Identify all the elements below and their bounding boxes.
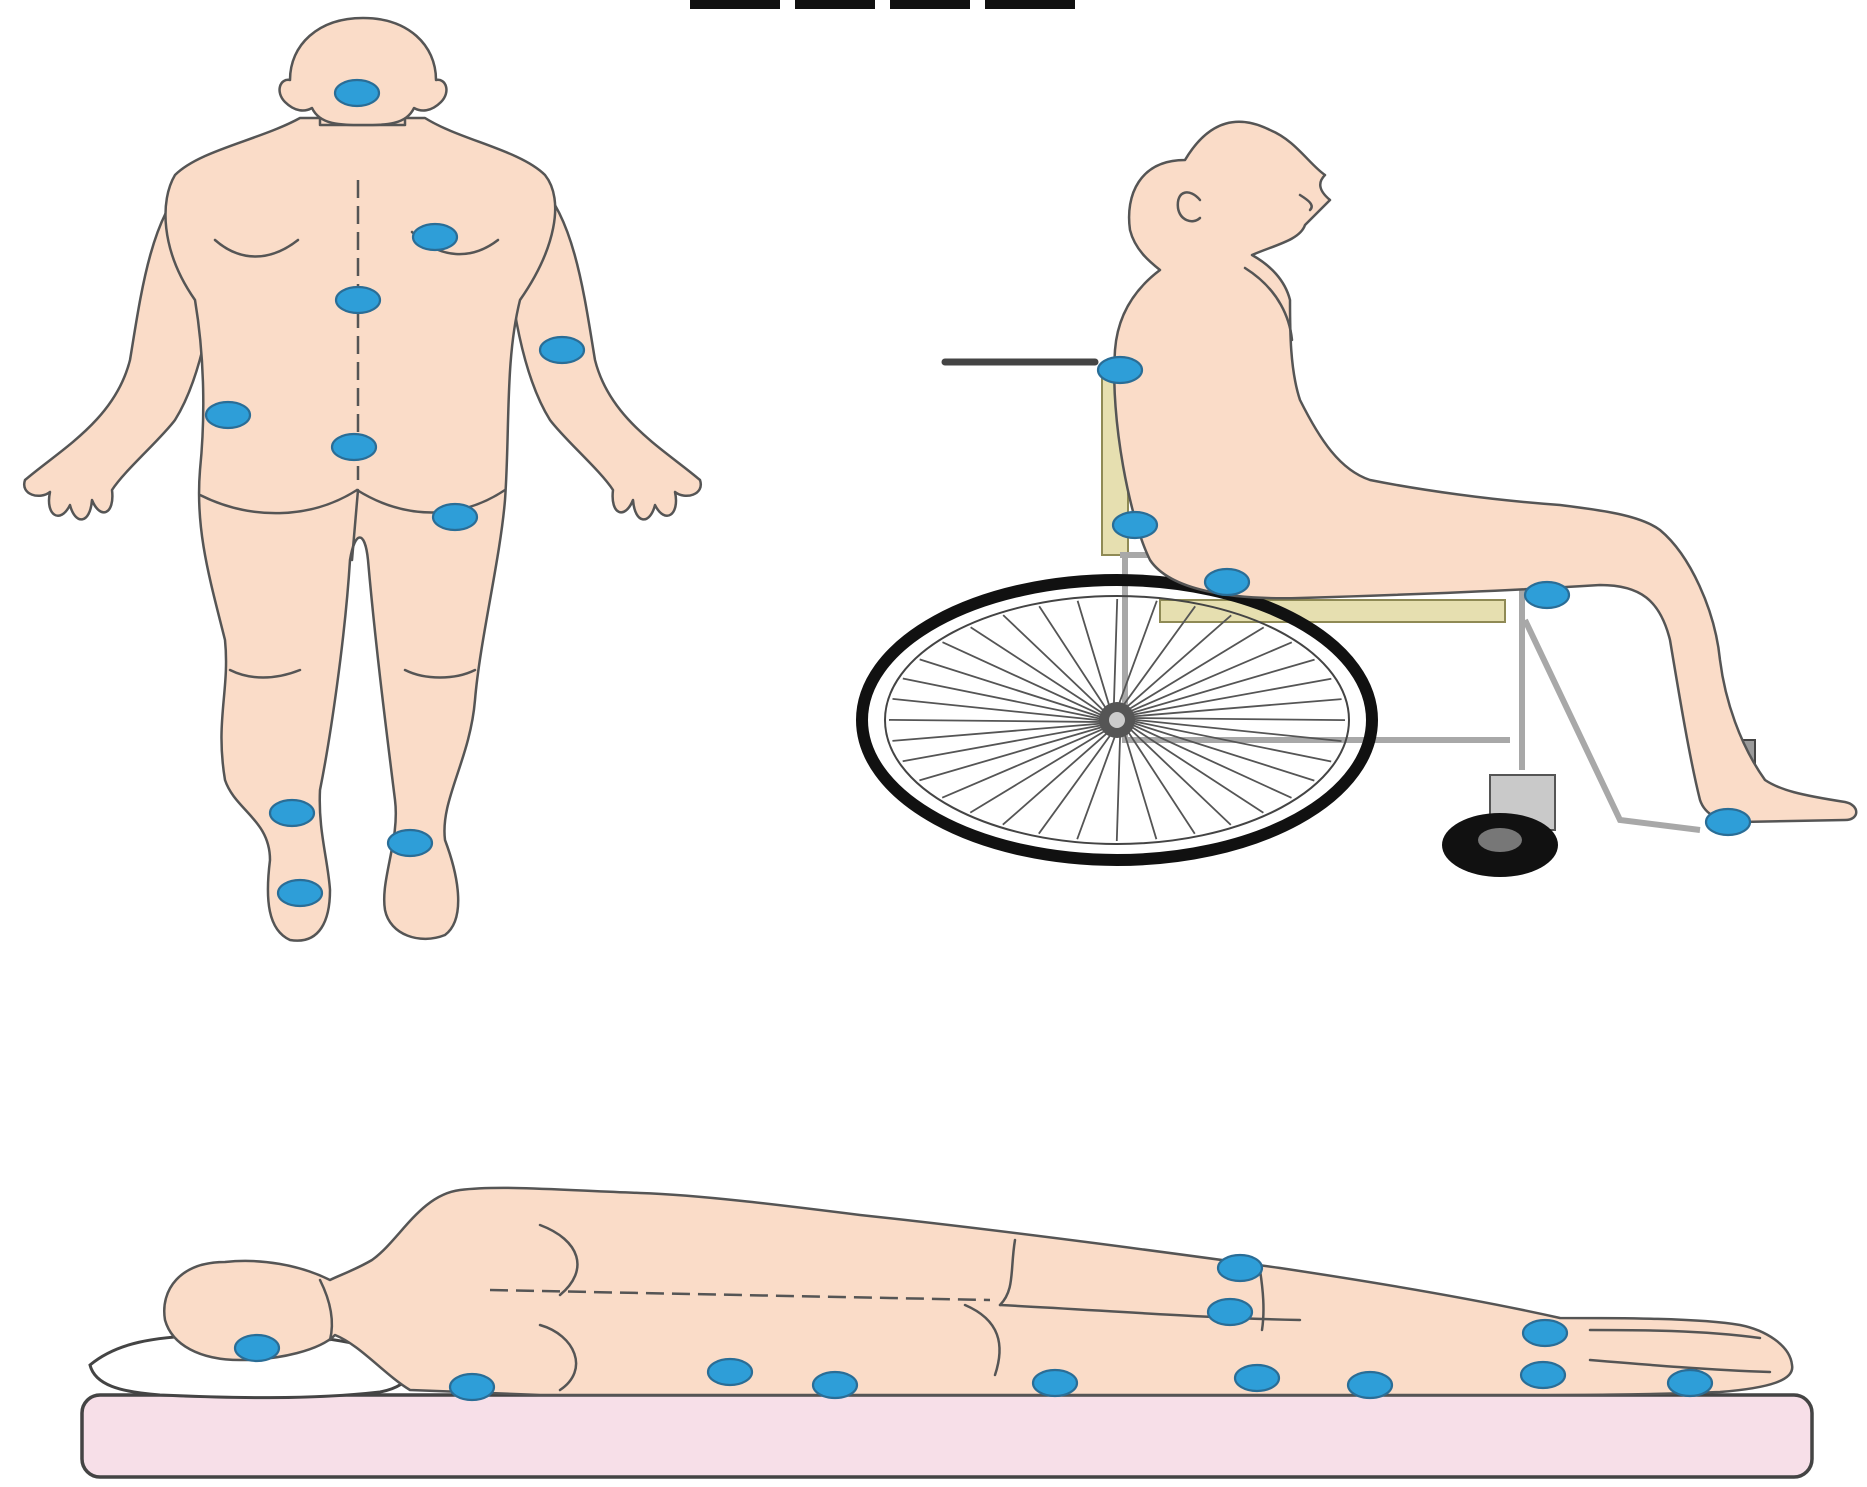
pressure-point-marker-icon [1096, 355, 1144, 385]
pressure-point-marker-icon [1519, 1360, 1567, 1390]
wheel-spoke [1122, 724, 1196, 835]
wheel-spoke [1125, 722, 1264, 814]
pressure-point-marker-icon [431, 502, 479, 532]
wheel-spoke [1123, 658, 1315, 717]
wheel-spoke [1126, 721, 1292, 799]
wheel-spoke [969, 724, 1115, 814]
wheel-spoke [919, 658, 1108, 720]
wheel-spoke [1124, 723, 1232, 826]
pressure-point-marker-icon [1346, 1370, 1394, 1400]
pressure-point-marker-icon [1233, 1363, 1281, 1393]
wheel-spoke [1126, 717, 1346, 722]
wheel-spoke [1126, 719, 1332, 763]
wheel-spoke [1002, 725, 1116, 826]
pressure-point-marker-icon [1203, 567, 1251, 597]
pressure-point-marker-icon [1111, 510, 1159, 540]
pressure-point-marker-icon [386, 828, 434, 858]
wheel-spoke [1121, 641, 1293, 716]
wheel-spoke [892, 697, 1108, 722]
wheel-spoke [1116, 605, 1196, 715]
wheel-spoke [1038, 725, 1118, 835]
wheel-spoke [1112, 598, 1119, 715]
pressure-point-marker-icon [334, 285, 382, 315]
pressure-point-marker-icon [1216, 1253, 1264, 1283]
pressure-point-marker-icon [1206, 1297, 1254, 1327]
pressure-point-marker-icon [330, 432, 378, 462]
wheel-spoke [1076, 600, 1113, 716]
pressure-point-marker-icon [204, 400, 252, 430]
pressure-point-marker-icon [1031, 1368, 1079, 1398]
wheelchair-seated-figure [856, 120, 1858, 877]
wheel-spoke [919, 723, 1111, 782]
pressure-point-marker-icon [1666, 1368, 1714, 1398]
wheel-spoke [1126, 718, 1342, 743]
pressure-point-marker-icon [538, 335, 586, 365]
pressure-point-marker-icon [706, 1357, 754, 1387]
wheel-spoke [941, 724, 1113, 799]
wheel-spoke [888, 718, 1108, 723]
pressure-point-marker-icon [1523, 580, 1571, 610]
wheel-spoke [1126, 720, 1315, 782]
mattress-icon [80, 1393, 1814, 1479]
wheel-spoke [1038, 605, 1112, 716]
pressure-point-marker-icon [268, 798, 316, 828]
wheel-spoke [1121, 724, 1158, 840]
pressure-point-marker-icon [333, 78, 381, 108]
wheel-spoke [892, 722, 1109, 742]
pressure-point-marker-icon [811, 1370, 859, 1400]
wheel-spoke [942, 641, 1108, 719]
wheel-spoke [1114, 600, 1158, 715]
wheel-spoke [1076, 725, 1120, 840]
wheel-spoke [970, 626, 1109, 718]
wheel-spoke [1115, 725, 1122, 842]
wheel-spoke [1119, 626, 1265, 716]
wheel-spoke [1125, 698, 1342, 718]
pressure-point-marker-icon [448, 1372, 496, 1402]
standing-back-view-figure [22, 16, 703, 942]
wheel-spoke [1002, 614, 1110, 717]
pressure-point-markers [204, 78, 1752, 1402]
pressure-point-marker-icon [411, 222, 459, 252]
pressure-point-marker-icon [276, 878, 324, 908]
cropped-title-fragment [690, 0, 1075, 9]
pressure-point-marker-icon [233, 1333, 281, 1363]
lying-side-view-figure [80, 1186, 1814, 1479]
wheel-spoke [1118, 614, 1232, 715]
wheel-spoke [1124, 677, 1332, 718]
wheel-spoke [902, 722, 1110, 763]
wheel-spoke [902, 677, 1108, 721]
pressure-point-marker-icon [1704, 807, 1752, 837]
pressure-point-marker-icon [1521, 1318, 1569, 1348]
